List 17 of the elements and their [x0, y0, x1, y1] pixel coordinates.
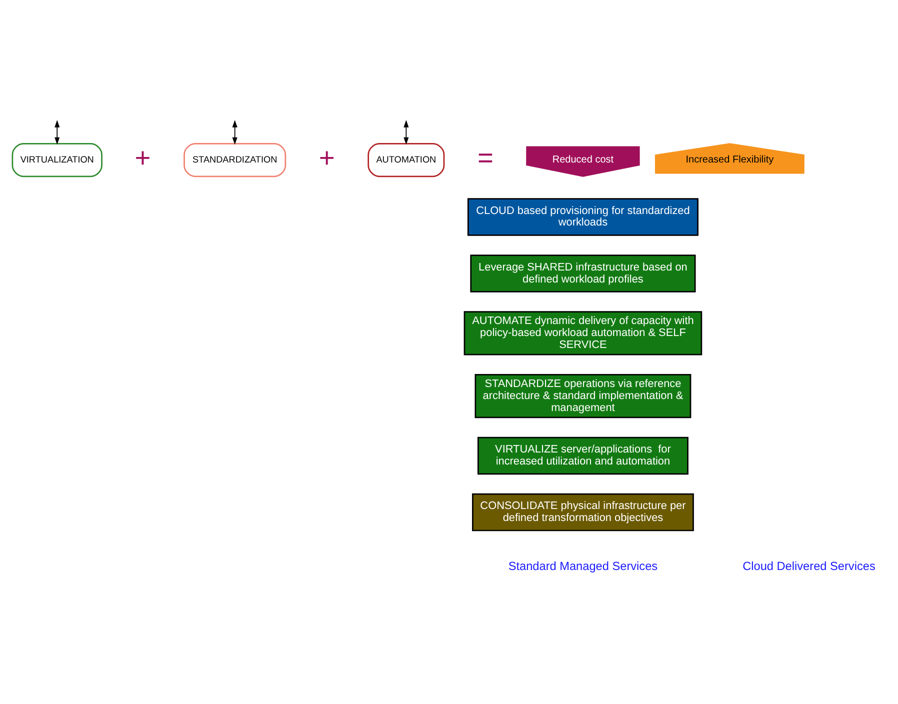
node-box: CONSOLIDATE physical infrastructure per defined transformation objectives [472, 493, 694, 532]
node-box: STANDARDIZE operations via reference architecture & standard implementation & management [474, 374, 692, 418]
node-box: CLOUD based provisioning for standardized workloads [467, 198, 698, 236]
arrow [54, 120, 60, 145]
label: = [477, 142, 494, 173]
arrow [404, 120, 409, 145]
node-box: AUTOMATION [368, 142, 445, 178]
label: Standard Managed Services [508, 559, 658, 574]
node-box: STANDARDIZATION [184, 142, 286, 178]
label: + [318, 142, 335, 173]
node-box: VIRTUALIZE server/applications for increased utilization and automation [477, 436, 688, 475]
node-box: AUTOMATE dynamic delivery of capacity with policy-based workload automation & SELF SERVICE [464, 311, 702, 356]
arrow [232, 120, 238, 145]
label: Cloud Delivered Services [742, 559, 876, 574]
label: + [134, 142, 151, 173]
node-box: Leverage SHARED infrastructure based on defined workload profiles [470, 254, 696, 292]
node-box: VIRTUALIZATION [12, 142, 102, 178]
